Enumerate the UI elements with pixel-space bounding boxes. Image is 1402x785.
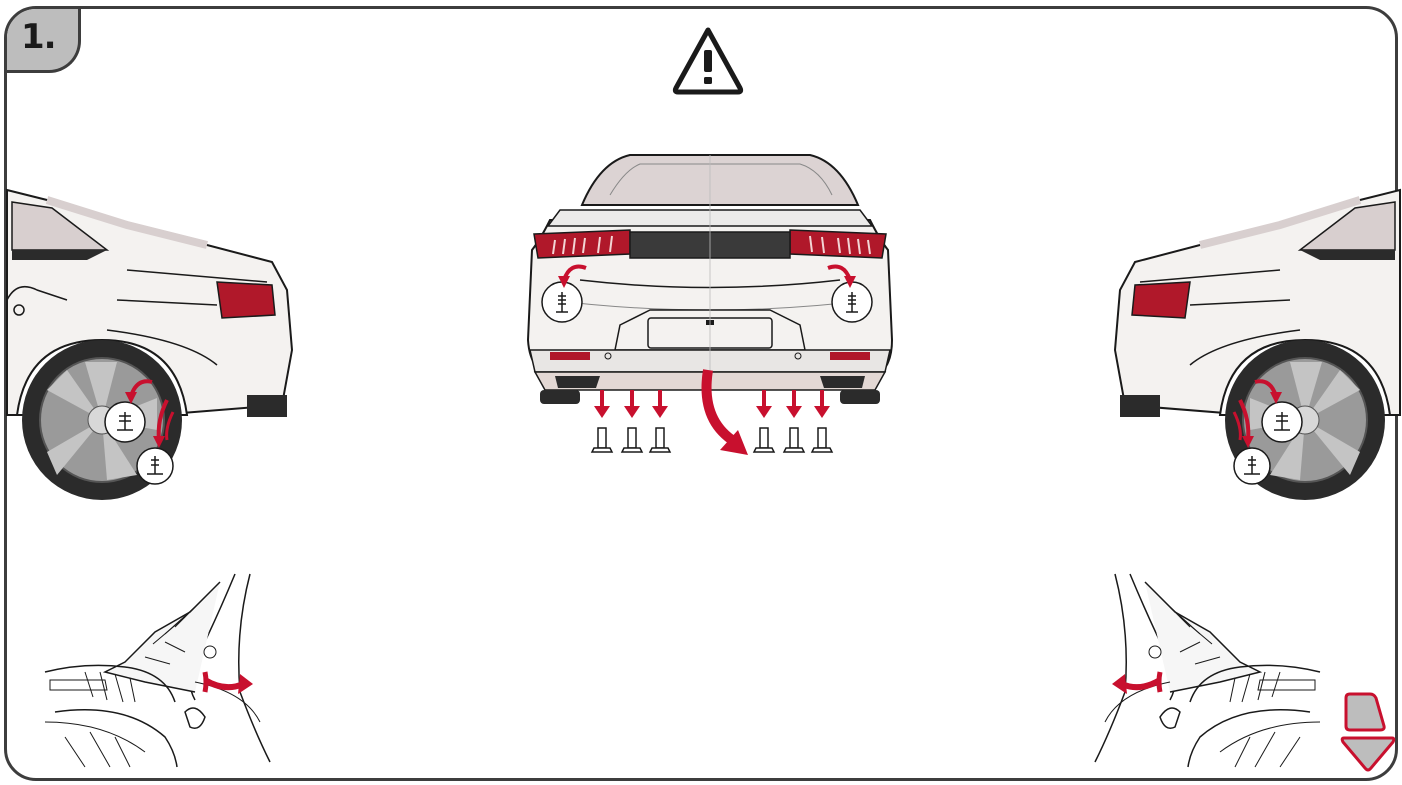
right-arch-liner-detail: [1080, 572, 1320, 767]
rear-right-wheel-arch-view: [1110, 190, 1400, 500]
left-arch-liner-detail: [45, 572, 285, 767]
rear-left-wheel-arch-view: [7, 190, 307, 500]
bumper-screws-left-group: [590, 390, 680, 460]
warning-triangle-icon: [672, 26, 744, 94]
rear-center-view: [520, 150, 900, 470]
step-number: 1.: [21, 17, 56, 57]
step-number-tab: 1.: [7, 9, 81, 73]
bumper-screws-right-group: [752, 390, 842, 460]
next-step-arrow-icon[interactable]: [1340, 690, 1396, 774]
